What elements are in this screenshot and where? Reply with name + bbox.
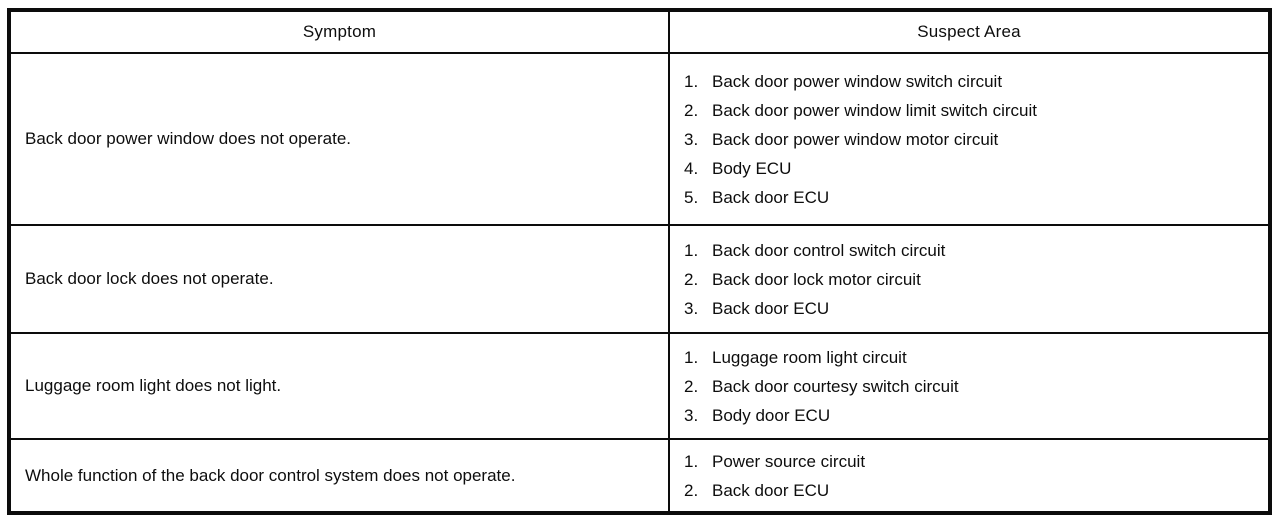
suspect-item: 2. Back door lock motor circuit — [684, 265, 1260, 294]
suspect-number: 3. — [684, 298, 699, 318]
table-row: Luggage room light does not light. 1. Lu… — [8, 332, 1271, 440]
symptom-cell: Whole function of the back door control … — [8, 438, 670, 514]
suspect-number: 1. — [684, 71, 699, 91]
suspect-number: 1. — [684, 240, 699, 260]
column-header-suspect-area: Suspect Area — [668, 9, 1271, 54]
suspect-text: Back door courtesy switch circuit — [712, 376, 959, 396]
table-row: Back door lock does not operate. 1. Back… — [8, 224, 1271, 334]
suspect-number: 2. — [684, 480, 699, 500]
symptom-cell: Back door power window does not operate. — [8, 52, 670, 226]
suspect-number: 2. — [684, 376, 699, 396]
symptom-cell: Back door lock does not operate. — [8, 224, 670, 334]
suspect-number: 4. — [684, 158, 699, 178]
suspect-number: 5. — [684, 187, 699, 207]
suspect-area-cell: 1. Back door power window switch circuit… — [668, 52, 1271, 226]
suspect-text: Back door lock motor circuit — [712, 269, 921, 289]
symptom-suspect-table: Symptom Suspect Area Back door power win… — [7, 8, 1272, 515]
suspect-item: 3. Back door ECU — [684, 294, 1260, 323]
suspect-text: Back door power window motor circuit — [712, 129, 999, 149]
suspect-item: 5. Back door ECU — [684, 183, 1260, 212]
table-row: Whole function of the back door control … — [8, 438, 1271, 514]
suspect-area-cell: 1. Luggage room light circuit 2. Back do… — [668, 332, 1271, 440]
suspect-number: 2. — [684, 269, 699, 289]
suspect-number: 3. — [684, 129, 699, 149]
suspect-item: 3. Body door ECU — [684, 401, 1260, 430]
suspect-item: 1. Back door power window switch circuit — [684, 67, 1260, 96]
suspect-text: Back door ECU — [712, 298, 830, 318]
table-header-row: Symptom Suspect Area — [8, 9, 1271, 54]
suspect-item: 2. Back door power window limit switch c… — [684, 96, 1260, 125]
suspect-text: Back door power window switch circuit — [712, 71, 1003, 91]
suspect-item: 2. Back door courtesy switch circuit — [684, 372, 1260, 401]
suspect-area-cell: 1. Power source circuit 2. Back door ECU — [668, 438, 1271, 514]
suspect-number: 3. — [684, 405, 699, 425]
table-row: Back door power window does not operate.… — [8, 52, 1271, 226]
suspect-text: Luggage room light circuit — [712, 347, 907, 367]
suspect-text: Body door ECU — [712, 405, 831, 425]
suspect-item: 4. Body ECU — [684, 154, 1260, 183]
suspect-item: 2. Back door ECU — [684, 476, 1260, 505]
suspect-text: Back door ECU — [712, 480, 830, 500]
suspect-number: 2. — [684, 100, 699, 120]
suspect-item: 1. Back door control switch circuit — [684, 236, 1260, 265]
suspect-item: 1. Luggage room light circuit — [684, 343, 1260, 372]
column-header-symptom: Symptom — [8, 9, 670, 54]
suspect-text: Body ECU — [712, 158, 792, 178]
symptom-cell: Luggage room light does not light. — [8, 332, 670, 440]
suspect-number: 1. — [684, 347, 699, 367]
suspect-area-cell: 1. Back door control switch circuit 2. B… — [668, 224, 1271, 334]
suspect-text: Back door ECU — [712, 187, 830, 207]
suspect-item: 3. Back door power window motor circuit — [684, 125, 1260, 154]
suspect-text: Power source circuit — [712, 451, 866, 471]
suspect-text: Back door control switch circuit — [712, 240, 946, 260]
suspect-number: 1. — [684, 451, 699, 471]
suspect-text: Back door power window limit switch circ… — [712, 100, 1037, 120]
suspect-item: 1. Power source circuit — [684, 447, 1260, 476]
